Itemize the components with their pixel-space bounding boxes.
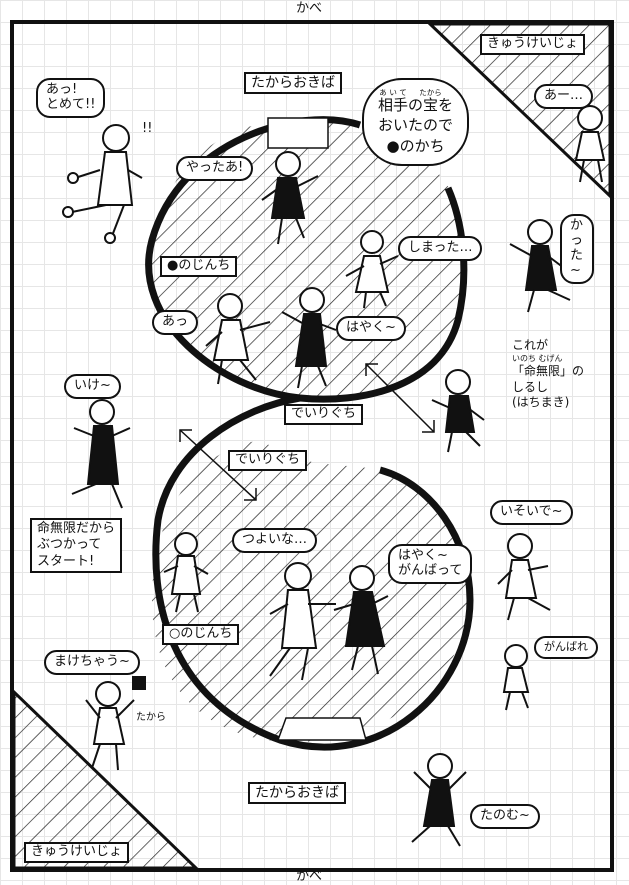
restart-note: 命無限だから ぶつかって スタート! [30, 518, 123, 573]
wall-label-bottom: かべ [296, 869, 323, 884]
speech-go: いけ~ [64, 374, 121, 399]
headband-note-line4: (はちまき) [512, 395, 570, 410]
wall-border [10, 20, 614, 872]
headband-note-line3: しるし [512, 379, 549, 394]
treasure-pouch [132, 676, 146, 690]
win-note-line2: おいたので [378, 116, 454, 135]
black-camp-text: のじんち [178, 258, 231, 273]
speech-oops: しまった… [398, 236, 483, 261]
speech-hurry-top: はやく~ [336, 316, 406, 341]
speech-count-on: たのむ~ [470, 804, 540, 829]
black-dot-icon: ● [167, 258, 179, 273]
figure-black-headband [431, 369, 485, 453]
win-note-word-aite: 相手 [378, 96, 409, 114]
treasure-spot-label-top: たからおきば [244, 72, 342, 95]
rest-area-label-top: きゅうけいじょ [480, 34, 586, 55]
treasure-spot-label-bottom: たからおきば [248, 782, 346, 805]
win-note-particle: の [408, 96, 424, 114]
win-note-ruby-takara: たから [419, 88, 442, 97]
rest-area-bottom-left [12, 688, 200, 870]
figure-white-strong [269, 562, 336, 681]
speech-strong: つよいな… [232, 528, 318, 553]
black-dot-icon-win: ● [386, 136, 400, 155]
figure-black-treasure-holder [261, 151, 319, 245]
win-note-word-takara: 宝 [419, 96, 442, 114]
win-note-object-marker: を [438, 96, 454, 114]
figure-black-go [71, 399, 131, 509]
s-boundary-line [145, 116, 468, 403]
win-note-ruby-aite: あいて [378, 88, 408, 97]
win-note-line3-text: のかち [399, 136, 445, 155]
headband-note-ruby: いのち むげん [512, 353, 563, 363]
win-note-line3: ●のかち [378, 136, 453, 156]
figure-white-rest [574, 105, 606, 183]
entrance-label-upper: でいりぐち [284, 404, 364, 425]
figure-white-hurry-right [497, 533, 551, 621]
headband-note: これが いのち むげん 「命無限」の しるし (はちまき) [512, 338, 584, 411]
headband-note-line2: 「命無限」の [512, 363, 585, 378]
speech-won: かった~ [560, 214, 594, 284]
headband-note-line1: これが [512, 338, 549, 352]
rest-area-top-right [426, 22, 612, 200]
figure-black-count-on [411, 753, 467, 847]
white-camp-label: ○のじんち [162, 624, 240, 645]
treasure-spot-top-box [267, 117, 329, 149]
figure-white-restart [163, 532, 209, 613]
speech-cheer: がんばれ [534, 636, 598, 659]
figure-white-ah [205, 293, 271, 385]
treasure-spot-bottom-box [276, 717, 367, 741]
win-note: 相手あいての宝たからを おいたので ●のかち [362, 78, 470, 166]
figure-black-hurry [281, 287, 337, 389]
entrance-arrow-lower [179, 429, 257, 501]
figure-black-strong [333, 565, 389, 675]
white-dot-icon: ○ [169, 626, 181, 641]
win-note-line1: 相手あいての宝たからを [378, 88, 453, 115]
white-camp-area [152, 440, 469, 743]
speech-stop: あっ! とめて!! [36, 78, 106, 118]
figure-black-won [509, 219, 571, 313]
speech-hurry-right: いそいで~ [490, 500, 573, 525]
entrance-label-lower: でいりぐち [228, 450, 308, 471]
white-camp-text: のじんち [180, 626, 233, 641]
wall-label-top: かべ [296, 1, 323, 16]
speech-stop-marks: !! [142, 121, 153, 136]
speech-got-it: やったあ! [176, 156, 254, 181]
figure-white-cheer [502, 644, 530, 711]
entrance-arrow-upper [365, 363, 435, 433]
black-camp-label: ●のじんち [160, 256, 238, 277]
treasure-label: たから [136, 712, 166, 723]
speech-hurry-bottom: はやく~ がんばって [388, 544, 473, 584]
figure-white-topleft [62, 124, 143, 244]
speech-ah-mid: あっ [152, 310, 199, 335]
figure-white-losing [85, 681, 135, 771]
speech-losing: まけちゃう~ [44, 650, 140, 675]
speech-ah-top: あー… [534, 84, 594, 109]
figure-white-oops [345, 230, 399, 309]
rest-area-label-bottom: きゅうけいじょ [24, 842, 130, 863]
